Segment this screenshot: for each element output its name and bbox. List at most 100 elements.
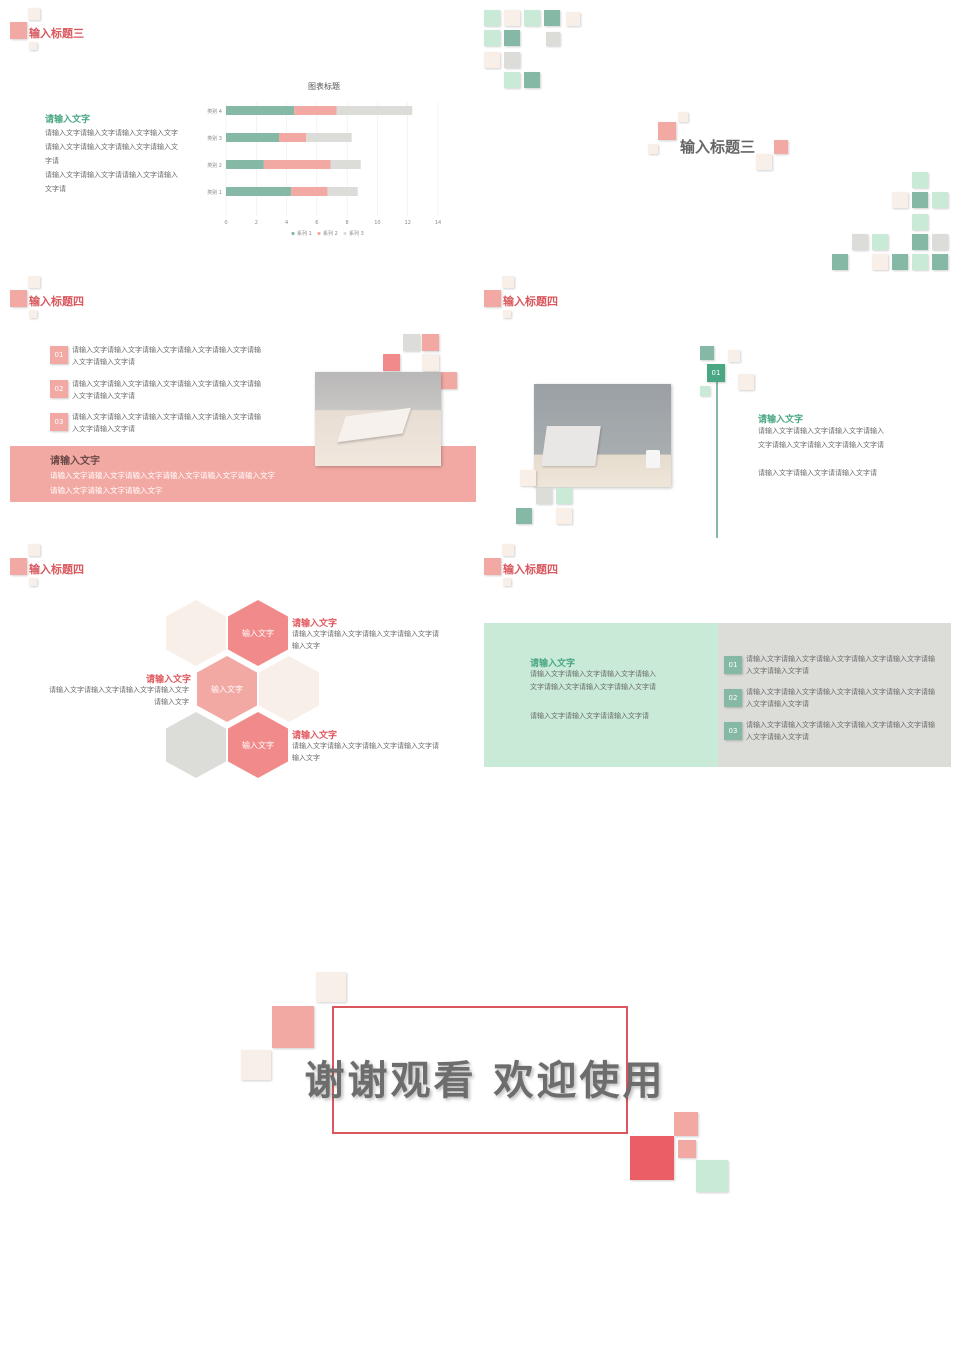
- deco-square: [504, 30, 520, 46]
- bar: [226, 187, 292, 196]
- list-item-text: 请输入文字请输入文字请输入文字请输入文字请输入文字请输入文字请输入文字请: [72, 413, 261, 433]
- deco-square: [892, 254, 908, 270]
- category-label: 类别 3: [207, 135, 222, 142]
- deco-square: [503, 310, 511, 318]
- slide-title: 输入标题三: [680, 138, 756, 156]
- deco-square: [932, 234, 948, 250]
- bar: [294, 106, 337, 115]
- hexagon-label: 输入文字: [211, 684, 243, 694]
- deco-square: [29, 310, 37, 318]
- deco-square: [504, 10, 520, 26]
- deco-square: [700, 346, 714, 360]
- deco-square: [440, 372, 457, 389]
- item-number: 03: [724, 722, 742, 740]
- slide-closing: 谢谢观看 欢迎使用: [8, 900, 952, 1320]
- text-paragraph: 请输入文字请输入文字请输入文字输入文字请输入文字请输入文字请输入文字请输入文字请: [45, 129, 178, 165]
- hexagon: 输入文字: [228, 600, 288, 666]
- hexagon-label: 输入文字: [242, 628, 274, 638]
- deco-square: [422, 334, 439, 351]
- deco-square: [484, 290, 501, 307]
- deco-square: [566, 12, 580, 26]
- deco-square: [556, 488, 572, 504]
- deco-square: [658, 122, 676, 140]
- slide-title: 输入标题四: [503, 563, 558, 576]
- hexagon: 输入文字: [197, 656, 257, 722]
- banner-heading: 请输入文字: [50, 456, 100, 467]
- deco-square: [912, 254, 928, 270]
- text-paragraph: 请输入文字请输入文字请输入文字请输入文字请输入文字请输入文字请输入文字请: [758, 427, 884, 449]
- category-label: 类别 4: [207, 108, 222, 115]
- category-label: 类别 2: [207, 162, 222, 169]
- deco-square: [484, 30, 500, 46]
- text-heading: 请输入文字: [292, 619, 338, 629]
- text-paragraph: 请输入文字请输入文字请请输入文字请: [758, 469, 877, 477]
- x-tick-label: 8: [346, 220, 349, 226]
- deco-square: [504, 52, 520, 68]
- bar: [263, 160, 331, 169]
- list-item-text: 请输入文字请输入文字请输入文字请输入文字请输入文字请输入文字请输入文字请: [72, 346, 261, 366]
- deco-square: [502, 276, 514, 288]
- text-paragraph: 请输入文字请输入文字请输入文字请输入文字请输入文字: [49, 686, 189, 706]
- deco-square: [29, 42, 37, 50]
- bar: [306, 133, 352, 142]
- deco-square: [912, 234, 928, 250]
- deco-square: [524, 10, 540, 26]
- hexagon: 输入文字: [228, 712, 288, 778]
- text-heading: 请输入文字: [758, 415, 804, 425]
- slide-chart: 输入标题三 请输入文字 请输入文字请输入文字请输入文字输入文字请输入文字请输入文…: [8, 6, 478, 266]
- deco-square: [678, 112, 688, 122]
- slide-section: 输入标题三: [482, 6, 952, 272]
- deco-square: [728, 350, 740, 362]
- item-number: 03: [50, 413, 68, 431]
- x-tick-label: 0: [224, 220, 227, 226]
- deco-square: [10, 558, 27, 575]
- deco-square: [536, 488, 552, 504]
- deco-square: [756, 154, 772, 170]
- deco-square: [892, 192, 908, 208]
- slide-laptop: 输入标题四 01 请输入文字 请输入文字请输入文字请输入文字请输入文字请输入文字…: [482, 274, 952, 540]
- bar: [327, 187, 358, 196]
- list-item-text: 请输入文字请输入文字请输入文字请输入文字请输入文字请输入文字请输入文字请: [746, 721, 935, 741]
- deco-square: [29, 578, 37, 586]
- deco-square: [872, 254, 888, 270]
- timeline-number: 01: [707, 364, 725, 382]
- text-paragraph: 请输入文字请输入文字请请输入文字请输入文字请: [45, 171, 178, 193]
- deco-square: [872, 234, 888, 250]
- x-tick-label: 2: [255, 220, 258, 226]
- deco-square: [241, 1050, 271, 1080]
- banner-text: 请输入文字请输入文字请输入文字请输入文字请输入文字请输入文字请输入文字请输入文字…: [50, 471, 275, 495]
- text-paragraph: 请输入文字请输入文字请输入文字请输入文字请输入文字请输入文字请输入文字请: [530, 670, 656, 691]
- hexagon: [166, 712, 226, 778]
- hexagon: [259, 656, 319, 722]
- deco-square: [912, 172, 928, 188]
- deco-square: [852, 234, 868, 250]
- bar: [226, 160, 264, 169]
- list-item-text: 请输入文字请输入文字请输入文字请输入文字请输入文字请输入文字请输入文字请: [746, 655, 935, 675]
- text-heading: 请输入文字: [146, 675, 192, 685]
- mint-panel: [484, 623, 718, 767]
- text-heading: 请输入文字: [530, 659, 576, 669]
- slide-split: 输入标题四 请输入文字 请输入文字请输入文字请输入文字请输入文字请输入文字请输入…: [482, 542, 952, 808]
- x-tick-label: 14: [435, 220, 441, 226]
- bar: [279, 133, 307, 142]
- cup-shape: [646, 450, 660, 468]
- deco-square: [912, 192, 928, 208]
- book-photo: [315, 372, 441, 466]
- deco-square: [403, 334, 420, 351]
- bar: [291, 187, 328, 196]
- deco-square: [503, 578, 511, 586]
- laptop-shape: [541, 426, 601, 466]
- category-label: 类别 1: [207, 189, 222, 196]
- laptop-photo: [534, 384, 671, 487]
- deco-square: [10, 290, 27, 307]
- deco-square: [422, 354, 439, 371]
- text-paragraph: 请输入文字请输入文字请输入文字请输入文字请输入文字: [292, 630, 439, 650]
- slide-title: 输入标题四: [29, 295, 84, 308]
- deco-square: [484, 10, 500, 26]
- x-tick-label: 6: [315, 220, 318, 226]
- slide-title: 输入标题四: [29, 563, 84, 576]
- deco-square: [484, 558, 501, 575]
- deco-square: [630, 1136, 674, 1180]
- deco-square: [648, 144, 658, 154]
